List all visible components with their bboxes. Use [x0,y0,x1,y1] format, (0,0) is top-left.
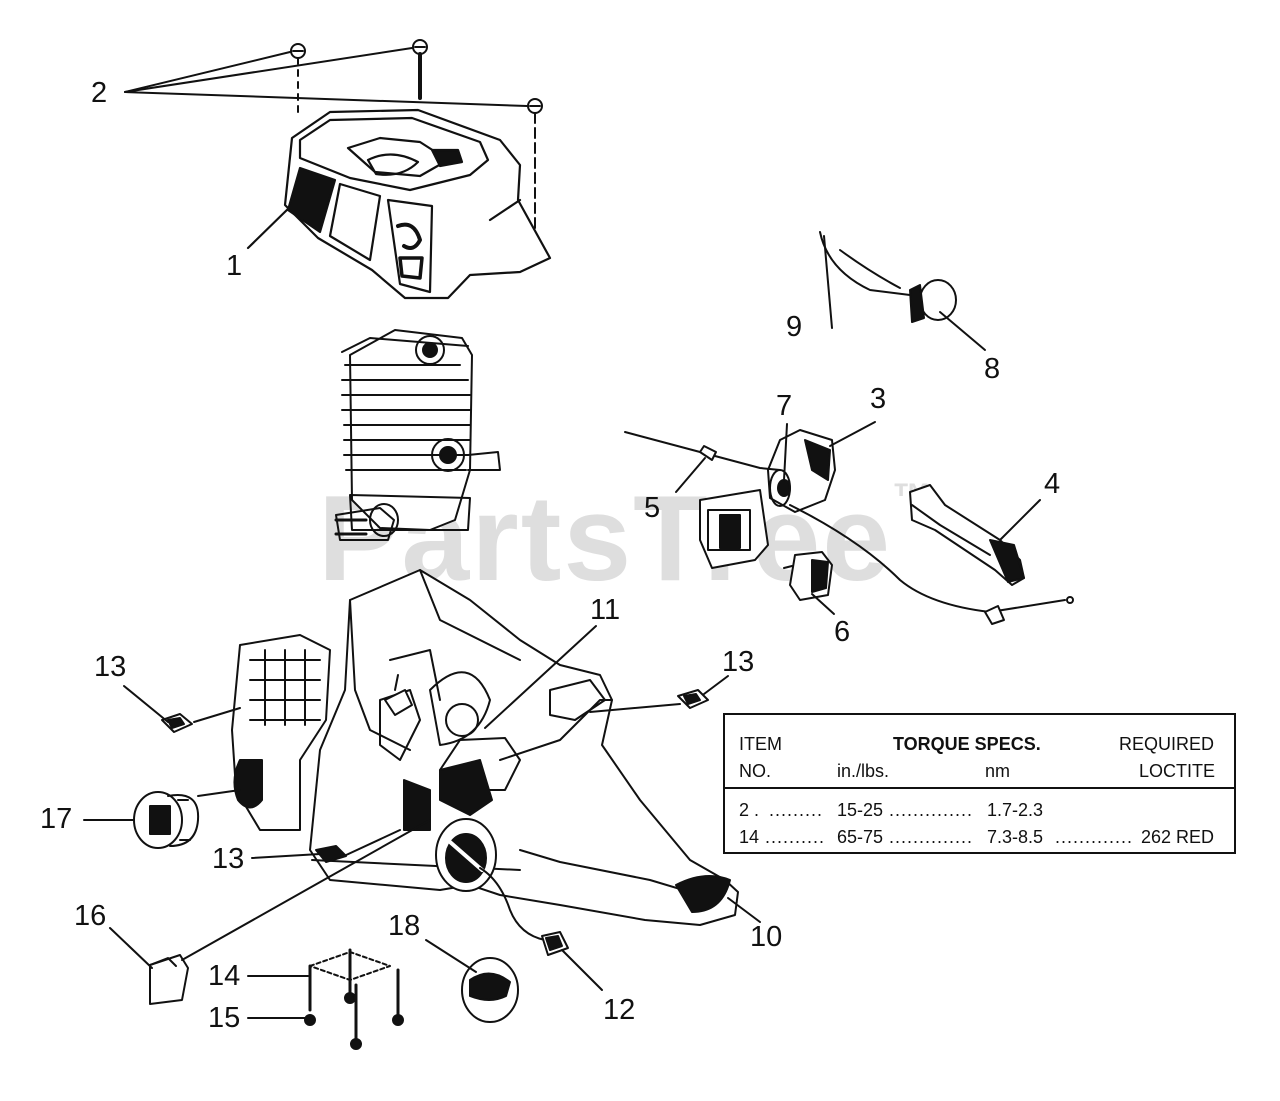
air-filter [133,791,200,849]
row-2-loctite: 262 RED [1141,827,1215,847]
row-1-inlbs: 15-25 [837,800,884,820]
callout-2: 2 [91,77,108,109]
engine-housing [309,569,739,926]
callout-16: 16 [74,900,107,932]
callout-5: 5 [644,492,661,524]
torque-spec-table: ITEM NO. TORQUE SPECS. in./lbs. nm REQUI… [723,713,1236,854]
callout-3: 3 [870,383,887,415]
header-item: ITEM [739,734,782,754]
row-2-inlbs: 65-75 [837,827,884,847]
screw-2-right [527,98,543,229]
clip-13-left [161,713,193,733]
row-2-dots-a: .......... [765,827,826,847]
callout-12: 12 [603,994,636,1026]
callout-15: 15 [208,1002,241,1034]
fuel-fill-neck [435,818,546,941]
callout-4: 4 [1044,468,1061,500]
header-no: NO. [739,761,772,781]
callout-9: 9 [786,311,803,343]
callout-18: 18 [388,910,421,942]
row-1-dots-a: ......... [769,800,824,820]
screw-2-center [412,39,428,100]
engine-cylinder [334,329,501,541]
fuel-cap [461,957,519,1023]
row-1-dots-b: .............. [889,800,974,820]
callout-1: 1 [226,250,243,282]
callout-11: 11 [590,594,621,626]
ignition-module [699,429,836,569]
header-loctite: LOCTITE [1139,761,1216,781]
screw-2-left [290,43,306,119]
row-2-nm: 7.3-8.5 [987,827,1044,847]
header-inlbs: in./lbs. [837,761,890,781]
grommet [777,479,791,497]
throttle-trigger [909,484,1025,586]
spark-plug [384,674,413,716]
callout-leaders [83,235,1041,1019]
ignition-wire [624,431,1074,625]
torque-table-header [725,715,1234,789]
air-box [231,634,331,831]
callout-10: 10 [750,921,783,953]
header-nm: nm [985,761,1011,781]
primer-bulb [819,231,957,323]
cylinder-cover [246,108,552,300]
screws-14-15 [304,948,404,1050]
header-torque-specs: TORQUE SPECS. [893,734,1041,754]
callout-17: 17 [40,803,73,835]
callout-7: 7 [776,390,793,422]
callout-8: 8 [984,353,1001,385]
row-2-dots-c: ............. [1055,827,1134,847]
clip-13-right [677,689,709,709]
fuel-filter [541,931,569,956]
callout-13-bottom: 13 [212,843,245,875]
callout-6: 6 [834,616,851,648]
foam-block [149,954,189,1005]
row-2-item: 14 [739,827,760,847]
row-1-item: 2 . [739,800,760,820]
callout-13-right: 13 [722,646,755,678]
row-2-dots-b: .............. [889,827,974,847]
header-required: REQUIRED [1119,734,1215,754]
callout-14: 14 [208,960,241,992]
row-1-nm: 1.7-2.3 [987,800,1044,820]
callout-13-left: 13 [94,651,127,683]
callout-leaders-2 [124,47,528,107]
stop-switch [783,551,833,601]
